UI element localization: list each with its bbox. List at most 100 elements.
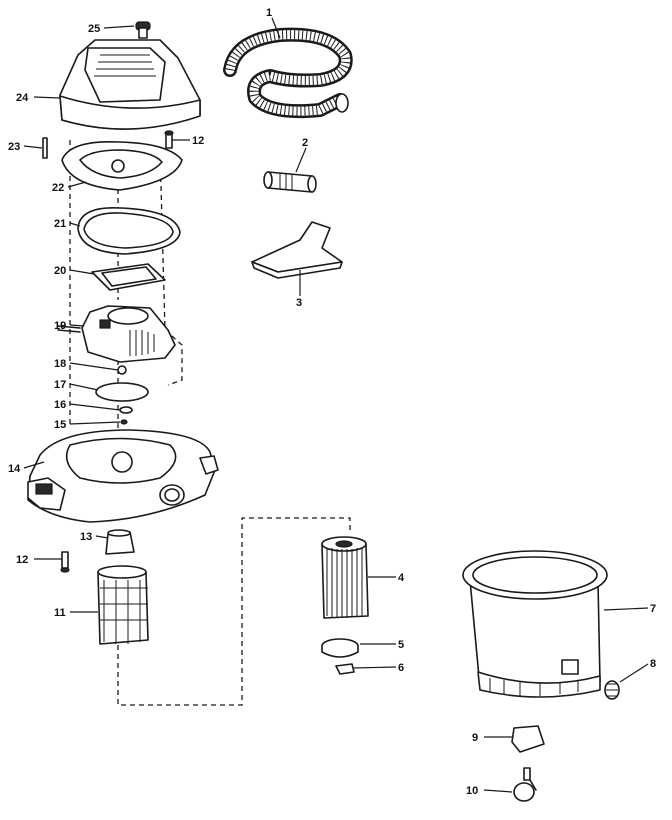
leader-25 — [103, 25, 135, 29]
caster-housing-body — [511, 725, 545, 753]
gasket-inner — [83, 212, 174, 249]
callout-labels: 1 2 3 4 5 6 7 8 9 10 11 12 12 13 14 15 1… — [8, 7, 656, 797]
leader-16 — [69, 403, 121, 411]
leader-24 — [33, 96, 61, 99]
nut15-body — [120, 419, 128, 425]
leader-lines — [23, 17, 649, 793]
screw-top-head — [164, 130, 174, 136]
part-9-caster-housing — [511, 725, 545, 753]
caster-stem — [523, 767, 531, 781]
cover-vent-slots — [94, 54, 156, 77]
nozzle-lip — [251, 261, 343, 279]
part-16-washer — [119, 406, 133, 414]
part-12-screw-top — [164, 130, 174, 149]
callout-13: 13 — [80, 531, 92, 543]
filter-cap-side — [321, 645, 359, 658]
hose-ribs — [225, 30, 351, 116]
part-13-cap — [105, 529, 135, 555]
callout-5: 5 — [398, 639, 404, 651]
leader-23 — [23, 145, 43, 149]
callout-12-bottom: 12 — [16, 554, 28, 566]
cover-rim — [59, 95, 201, 130]
seal-inner — [101, 266, 157, 287]
part-1-hose — [223, 27, 353, 119]
leader-2 — [295, 147, 307, 173]
coupler-ribs — [279, 173, 293, 190]
leader-10 — [483, 789, 513, 793]
callout-8: 8 — [650, 658, 656, 670]
screw-bottom-head — [60, 567, 70, 573]
callout-19: 19 — [54, 320, 66, 332]
callout-6: 6 — [398, 662, 404, 674]
drain-cap-ribs — [606, 683, 618, 697]
motor-wires — [57, 325, 81, 333]
nut-body — [117, 365, 127, 375]
callout-18: 18 — [54, 358, 66, 370]
callout-15: 15 — [54, 419, 66, 431]
plate-hub — [111, 159, 125, 173]
motor-switch — [99, 319, 111, 329]
drum-base-band — [477, 671, 601, 698]
part-3-nozzle — [251, 221, 343, 279]
callout-3: 3 — [296, 297, 302, 309]
filter-body — [321, 543, 369, 619]
part-8-drain-cap — [604, 680, 620, 700]
leader-15 — [69, 421, 121, 425]
part-4-filter — [321, 536, 369, 619]
screw-bottom-body — [61, 551, 69, 569]
hose-end-cuff — [335, 93, 349, 113]
leader-21 — [69, 222, 81, 227]
coupler-end-right — [307, 175, 317, 193]
disc-body — [95, 382, 149, 402]
part-21-gasket — [77, 207, 181, 255]
part-18-nut — [117, 365, 127, 375]
drum-rim-inner — [472, 556, 598, 594]
part-19-motor — [57, 305, 176, 363]
callout-21: 21 — [54, 218, 66, 230]
part-7-drum — [462, 550, 608, 698]
part-6-nut — [335, 663, 355, 675]
callout-11: 11 — [54, 607, 66, 619]
part-12-screw-bottom — [60, 551, 70, 573]
dashed-line-right — [159, 149, 183, 386]
part-22-plate — [61, 141, 183, 191]
leader-6 — [353, 666, 397, 669]
drum-drain-boss — [561, 659, 579, 675]
leader-7 — [603, 607, 649, 611]
coupler-body — [267, 171, 313, 193]
leader-20 — [69, 269, 95, 275]
lid-handle-right — [199, 455, 219, 475]
nut6-body — [335, 663, 355, 675]
leader-22 — [67, 181, 87, 188]
filter-pleats — [326, 548, 363, 618]
leader-19 — [69, 324, 85, 327]
part-17-disc — [95, 382, 149, 402]
callout-25: 25 — [88, 23, 100, 35]
part-11-float-cage — [97, 565, 149, 645]
motor-top — [107, 307, 149, 325]
leader-13 — [95, 535, 109, 539]
lid-handle-grip — [35, 483, 53, 495]
part-10-caster — [513, 767, 537, 802]
leader-18 — [69, 362, 119, 371]
callout-12-top: 12 — [192, 135, 204, 147]
callout-4: 4 — [398, 572, 405, 584]
callout-7: 7 — [650, 603, 656, 615]
cap-top — [107, 529, 131, 537]
caster-fork — [529, 779, 537, 791]
callout-17: 17 — [54, 379, 66, 391]
part-14-lid — [27, 429, 219, 523]
callout-23: 23 — [8, 141, 20, 153]
dashed-line-filter-path — [117, 517, 351, 706]
part-23-pin — [42, 137, 48, 159]
part-15-nut — [120, 419, 128, 425]
cage-grid — [100, 580, 148, 644]
callout-16: 16 — [54, 399, 66, 411]
lid-inlet-hole — [164, 488, 180, 502]
part-5-filter-cap — [321, 638, 359, 658]
callout-10: 10 — [466, 785, 478, 797]
leader-1 — [271, 17, 281, 39]
cage-top — [97, 565, 147, 579]
